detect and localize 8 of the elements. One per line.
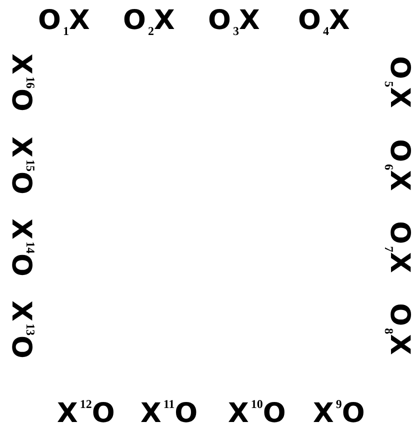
callout-label: O$_{3}$X: [208, 7, 262, 37]
callout-label: X$^{11}$O: [140, 398, 200, 426]
callout-label: X$^{12}$O: [57, 398, 117, 426]
callout-label: X$^{9}$O: [313, 398, 367, 426]
callout-label: O$_{4}$X: [298, 7, 352, 37]
callout-label: O$_{2}$X: [123, 7, 177, 37]
callout-label: X$^{10}$O: [228, 398, 288, 426]
callout-label: O$_{1}$X: [38, 7, 92, 37]
